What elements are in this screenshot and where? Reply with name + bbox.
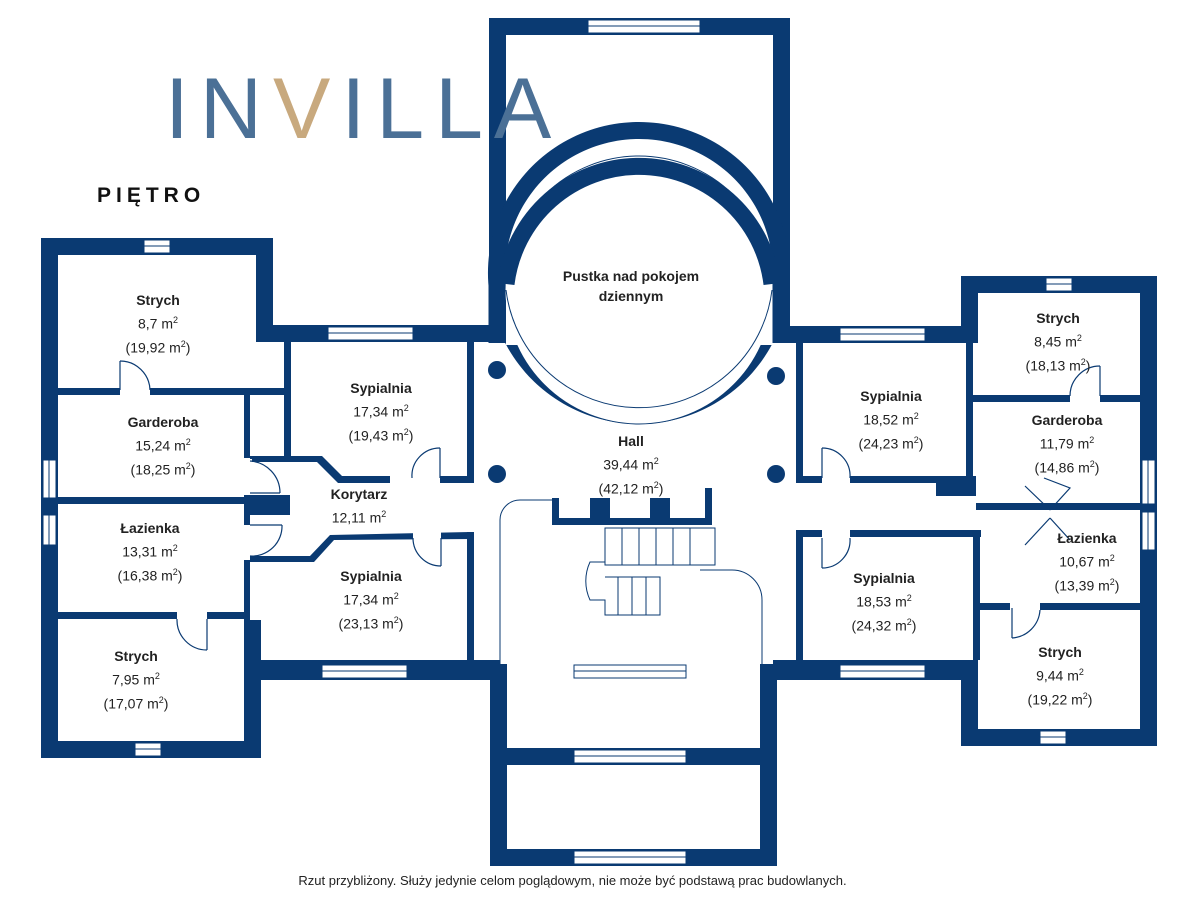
disclaimer-footnote: Rzut przybliżony. Służy jedynie celom po… [298,873,847,888]
logo-accent-letter: V [273,61,342,157]
room-label-lazienka-right: Łazienka 10,67 m2 (13,39 m2) [1055,528,1120,595]
room-name: Strych [114,648,158,664]
room-label-sypialnia-left-bottom: Sypialnia 17,34 m2 (23,13 m2) [339,566,404,633]
room-total-area: (19,92 m2) [125,338,191,356]
room-name: Pustka nad pokojem [562,268,700,284]
room-area: 18,52 m2 [863,411,919,428]
room-name: Korytarz [330,486,388,502]
room-total-area: (23,13 m2) [338,614,404,632]
room-label-sypialnia-right-bottom: Sypialnia 18,53 m2 (24,32 m2) [852,568,917,635]
room-total-area: (17,07 m2) [103,694,169,712]
room-area: 39,44 m2 [603,456,659,473]
room-total-area: (24,32 m2) [851,616,917,634]
room-label-garderoba-left: Garderoba 15,24 m2 (18,25 m2) [128,412,199,479]
room-area: 12,11 m2 [331,509,387,526]
room-label-hall: Hall 39,44 m2 (42,12 m2) [599,431,664,498]
room-label-garderoba-right: Garderoba 11,79 m2 (14,86 m2) [1032,410,1103,477]
brand-logo: INVILLA [165,62,551,157]
room-label-strych-right-top: Strych 8,45 m2 (18,13 m2) [1026,308,1091,375]
room-name: Strych [1036,310,1080,326]
room-area: 17,34 m2 [353,403,409,420]
room-name-line2: dziennym [598,288,664,304]
room-area: 13,31 m2 [122,543,178,560]
room-name: Garderoba [127,414,199,430]
room-label-sypialnia-right-top: Sypialnia 18,52 m2 (24,23 m2) [859,386,924,453]
right-wing-doors [821,365,1101,639]
center-windows [573,19,701,865]
room-name: Hall [618,433,644,449]
room-total-area: (18,25 m2) [130,460,196,478]
room-area: 10,67 m2 [1059,553,1115,570]
room-name: Sypialnia [340,568,402,584]
room-total-area: (19,43 m2) [348,426,414,444]
room-label-void: Pustka nad pokojem dziennym [563,266,699,306]
left-wing-walls [41,238,506,758]
staircase [499,488,763,665]
room-area: 18,53 m2 [856,593,912,610]
floor-title: PIĘTRO [97,184,206,207]
room-name: Garderoba [1031,412,1103,428]
room-area: 15,24 m2 [135,437,191,454]
room-name: Strych [136,292,180,308]
room-area: 11,79 m2 [1039,435,1095,452]
room-total-area: (16,38 m2) [117,566,183,584]
logo-text: INVILLA [165,61,563,157]
left-wing-doors [119,360,442,651]
room-name: Sypialnia [350,380,412,396]
room-area: 9,44 m2 [1036,667,1084,684]
room-total-area: (13,39 m2) [1054,576,1120,594]
room-name: Łazienka [120,520,180,536]
room-area: 17,34 m2 [343,591,399,608]
room-name: Sypialnia [853,570,915,586]
room-total-area: (19,22 m2) [1027,690,1093,708]
room-label-strych-right-bottom: Strych 9,44 m2 (19,22 m2) [1028,642,1093,709]
room-area: 8,45 m2 [1034,333,1082,350]
room-label-lazienka-left: Łazienka 13,31 m2 (16,38 m2) [118,518,183,585]
right-wing-windows [839,277,1156,745]
hall-pillars [488,361,785,483]
right-wing-walls [773,276,1157,746]
room-label-strych-left-bottom: Strych 7,95 m2 (17,07 m2) [104,646,169,713]
room-name: Strych [1038,644,1082,660]
room-label-sypialnia-left-top: Sypialnia 17,34 m2 (19,43 m2) [349,378,414,445]
room-total-area: (14,86 m2) [1034,458,1100,476]
room-label-strych-left-top: Strych 8,7 m2 (19,92 m2) [126,290,191,357]
room-total-area: (24,23 m2) [858,434,924,452]
room-name: Sypialnia [860,388,922,404]
room-total-area: (18,13 m2) [1025,356,1091,374]
room-total-area: (42,12 m2) [598,479,664,497]
room-area: 8,7 m2 [137,315,179,332]
room-area: 7,95 m2 [112,671,160,688]
room-name: Łazienka [1057,530,1117,546]
left-wing-windows [42,239,414,757]
room-label-korytarz: Korytarz 12,11 m2 [331,484,388,528]
